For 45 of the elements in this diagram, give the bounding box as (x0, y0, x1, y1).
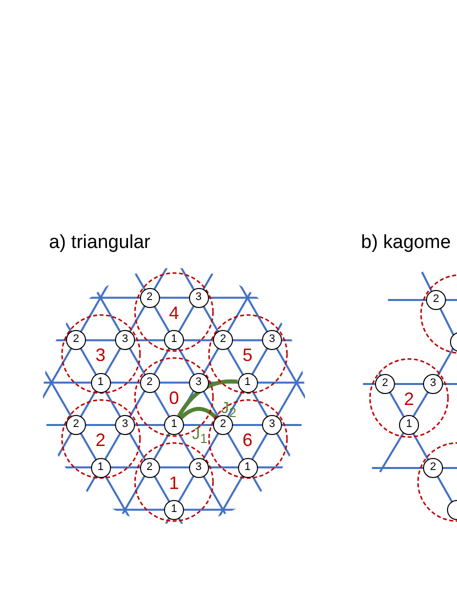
cluster-number: 1 (169, 474, 179, 492)
cluster-circle (134, 442, 214, 522)
site-circle: 2 (140, 372, 160, 393)
site-circle: 1 (164, 500, 184, 520)
site-circle: 2 (140, 458, 160, 478)
cluster-circle (208, 399, 288, 479)
cluster-circle (369, 358, 449, 438)
site-circle: 2 (66, 415, 86, 435)
site-circle: 3 (115, 415, 135, 435)
site-circle: 3 (423, 374, 443, 394)
coupling-arc (180, 406, 218, 420)
site-circle: 2 (375, 374, 395, 394)
cluster-number: 0 (169, 389, 179, 407)
cluster-number: 3 (96, 346, 106, 364)
cluster-number: 2 (404, 390, 414, 408)
cluster-number: 5 (242, 346, 252, 364)
site-circle: 3 (188, 458, 208, 478)
site-circle: 1 (399, 415, 419, 435)
cluster-number: 4 (169, 304, 179, 322)
site-circle: 1 (238, 458, 258, 478)
site-circle: 3 (262, 330, 282, 350)
site-circle: 3 (188, 288, 208, 308)
site-circle: 1 (238, 372, 258, 393)
cluster-circle (60, 399, 140, 479)
site-circle: 3 (262, 415, 282, 435)
cluster-circle (134, 272, 214, 352)
cluster-number: 2 (96, 431, 106, 449)
site-circle: 2 (423, 458, 443, 478)
panel-heading: a) triangular (49, 232, 150, 254)
panel-heading: b) kagome (361, 232, 451, 254)
site-circle: 1 (90, 372, 110, 393)
site-circle: 3 (188, 372, 208, 393)
site-circle: 1 (164, 330, 184, 350)
site-circle: 2 (426, 290, 446, 310)
cluster-circle (60, 314, 140, 394)
site-circle: 2 (213, 330, 233, 350)
coupling-arc (177, 379, 238, 418)
site-circle: 1 (164, 415, 184, 435)
site-circle: 2 (140, 288, 160, 308)
coupling-label: J$_{1}$ (192, 427, 208, 448)
site-circle: 2 (66, 330, 86, 350)
cluster-circle (208, 314, 288, 394)
site-circle: 1 (90, 458, 110, 478)
site-circle: 3 (115, 330, 135, 350)
cluster-number: 6 (242, 431, 252, 449)
